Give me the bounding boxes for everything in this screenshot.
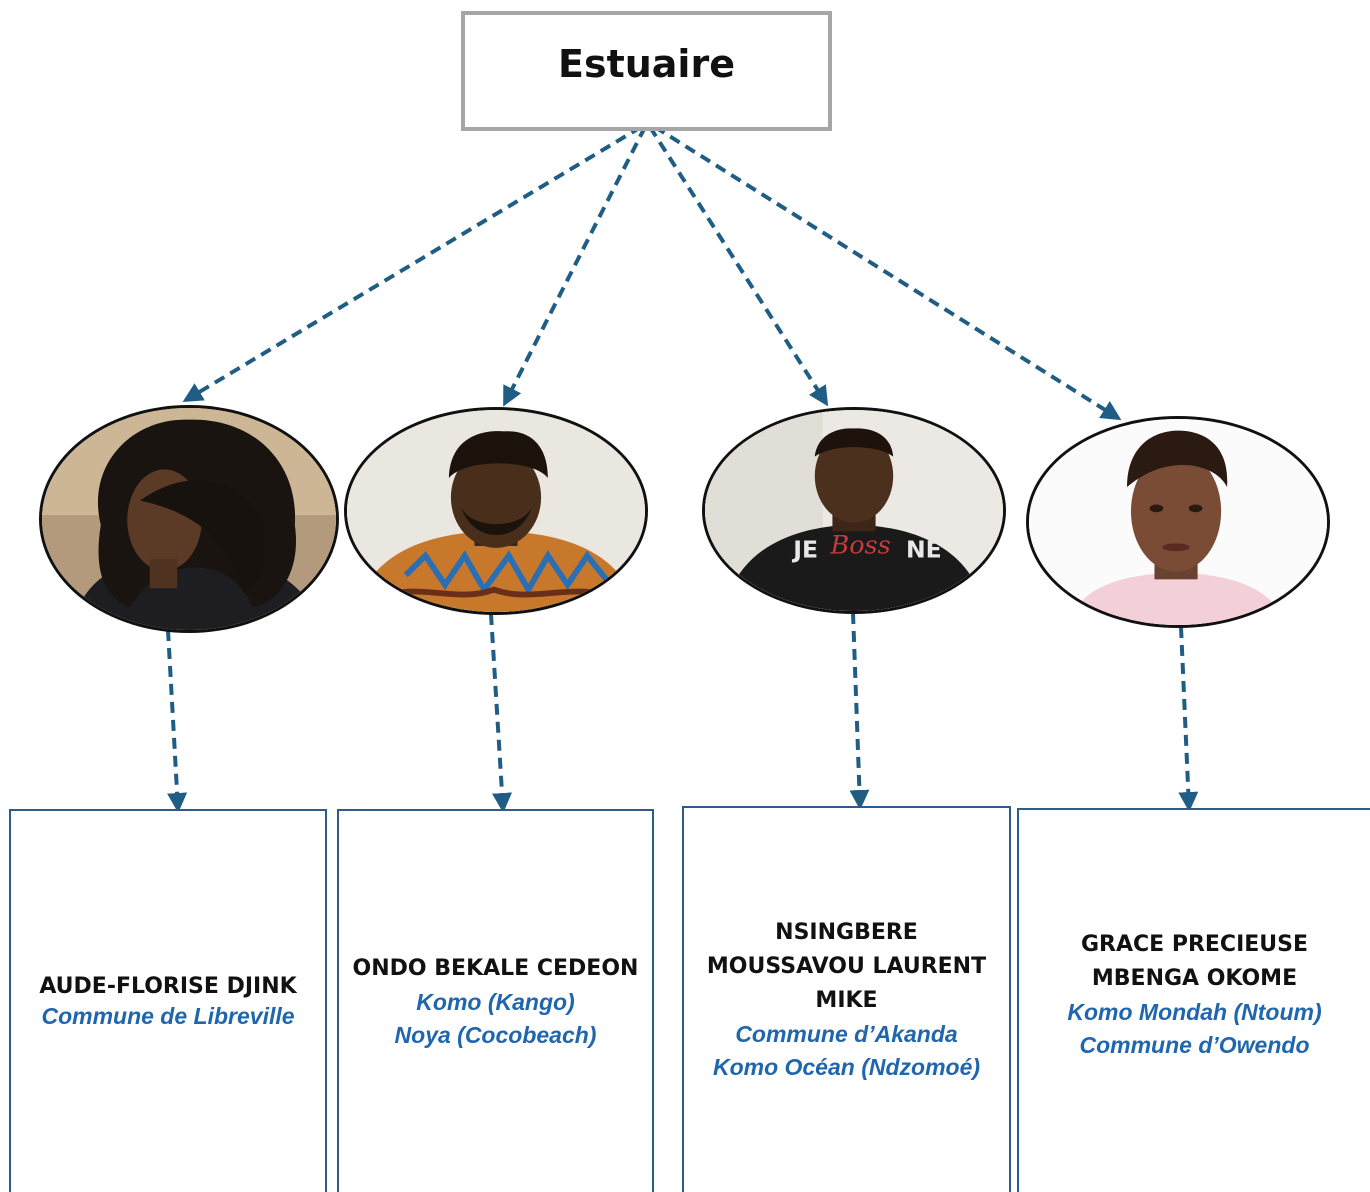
member-location: Komo Océan (Ndzomoé) — [712, 1054, 981, 1080]
root-node-box: Estuaire — [461, 11, 832, 131]
member-name-line: ONDO BEKALE CEDEON — [352, 955, 639, 981]
member-location: Komo Mondah (Ntoum) — [1067, 999, 1322, 1025]
man-black-tshirt-portrait-icon: JE NE Boss — [702, 407, 1006, 614]
connector-root-to-member-3 — [648, 125, 829, 407]
connector-member-2-to-card — [489, 613, 512, 813]
member-location: Commune d’Owendo — [1079, 1032, 1310, 1058]
svg-text:Boss: Boss — [829, 530, 890, 560]
member-name: ONDO BEKALE CEDEON — [353, 952, 639, 986]
member-name: NSINGBERE MOUSSAVOU LAURENT MIKE — [707, 916, 986, 1018]
member-name-line: MBENGA OKOME — [1091, 966, 1298, 991]
member-name-line: GRACE PRECIEUSE — [1080, 932, 1309, 957]
member-location: Commune d’Akanda — [735, 1021, 958, 1047]
woman-short-hair-portrait-icon — [1026, 416, 1330, 628]
member-name-line: AUDE-FLORISE DJINK — [39, 974, 297, 999]
member-card-3: NSINGBERE MOUSSAVOU LAURENT MIKE Commune… — [682, 806, 1011, 1192]
root-title: Estuaire — [558, 42, 735, 86]
woman-curly-hair-portrait-icon — [39, 405, 339, 633]
member-name: GRACE PRECIEUSE MBENGA OKOME — [1081, 928, 1308, 996]
connector-root-to-member-4 — [653, 125, 1122, 421]
connector-member-3-to-card — [849, 612, 870, 810]
svg-text:JE: JE — [791, 536, 818, 564]
member-card-2: ONDO BEKALE CEDEON Komo (Kango) Noya (Co… — [337, 809, 654, 1192]
member-location: Komo (Kango) — [416, 988, 575, 1015]
member-name: AUDE-FLORISE DJINK — [39, 970, 296, 1004]
member-name-line: MIKE — [815, 988, 878, 1013]
connector-member-1-to-card — [166, 629, 188, 813]
member-name-line: MOUSSAVOU LAURENT — [706, 954, 987, 979]
connector-root-to-member-2 — [503, 126, 647, 407]
member-location: Noya (Cocobeach) — [394, 1021, 597, 1048]
member-card-4: GRACE PRECIEUSE MBENGA OKOME Komo Mondah… — [1017, 808, 1370, 1192]
man-dreadlocks-portrait-icon — [344, 407, 648, 615]
member-name-line: NSINGBERE — [775, 920, 918, 945]
member-card-1: AUDE-FLORISE DJINK Commune de Libreville — [9, 809, 327, 1192]
connector-member-4-to-card — [1178, 626, 1199, 812]
connector-root-to-member-1 — [182, 125, 643, 403]
svg-text:NE: NE — [906, 536, 942, 564]
member-location: Commune de Libreville — [41, 1003, 295, 1029]
